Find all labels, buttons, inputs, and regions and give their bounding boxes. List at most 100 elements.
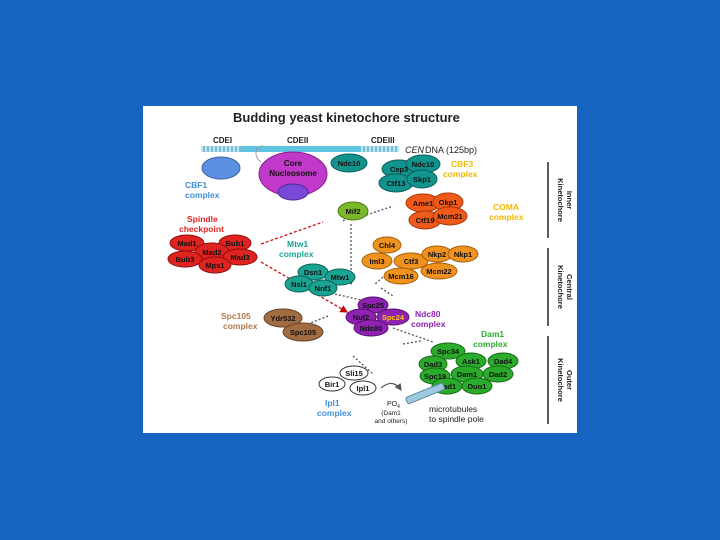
duo1-protein: Duo1 xyxy=(468,382,487,391)
core-nucleosome-label-2: Nucleosome xyxy=(269,169,317,178)
mps1-protein: Mps1 xyxy=(205,261,224,270)
mcm22-protein: Mcm22 xyxy=(426,267,451,276)
cbf3-complex-label-1: CBF3 xyxy=(451,159,473,169)
central-group: Chl4 Iml3 Ctf3 Nkp2 Nkp1 Mcm16 Mcm22 xyxy=(361,236,479,285)
mad3-protein: Mad3 xyxy=(230,253,249,262)
nkp1-protein: Nkp1 xyxy=(454,250,472,259)
cdeii-label: CDEII xyxy=(287,136,308,145)
mad1-protein: Mad1 xyxy=(177,239,196,248)
mtw1-protein: Mtw1 xyxy=(331,273,350,282)
cen-dna: CDEI CDEII CDEIII CEN DNA (125bp) xyxy=(201,136,477,155)
mad2-protein: Mad2 xyxy=(202,248,221,257)
ame1-protein: Ame1 xyxy=(413,199,433,208)
dna-wrap-line xyxy=(255,145,264,163)
mif2-group: Mif2 xyxy=(337,201,369,221)
sli15-protein: Sli15 xyxy=(345,369,363,378)
ctf19-protein: Ctf19 xyxy=(416,216,435,225)
phosphate-subscript: 4 xyxy=(397,404,400,410)
ndc80-protein: Ndc80 xyxy=(360,324,383,333)
ndc80-complex-label-2: complex xyxy=(411,319,446,329)
svg-text:PO4: PO4 xyxy=(387,401,400,410)
cdeiii-label: CDEIII xyxy=(371,136,395,145)
okp1-protein: Okp1 xyxy=(439,198,458,207)
phosphate-note-2: and others) xyxy=(375,418,408,425)
dam1-complex-label-2: complex xyxy=(473,339,508,349)
cdei-label: CDEI xyxy=(213,136,232,145)
nuf2-protein: Nuf2 xyxy=(353,313,370,322)
ask1-protein: Ask1 xyxy=(462,357,480,366)
checkpoint-connectors xyxy=(260,221,349,313)
kinetochore-figure: Budding yeast kinetochore structure CDEI… xyxy=(143,106,577,433)
cbf1-complex-label-2: complex xyxy=(185,190,220,200)
nkp2-protein: Nkp2 xyxy=(428,250,446,259)
mif2-protein: Mif2 xyxy=(346,207,361,216)
bir1-protein: Bir1 xyxy=(325,380,340,389)
ydr532-protein: Ydr532 xyxy=(270,314,295,323)
nnf1-protein: Nnf1 xyxy=(315,284,332,293)
outer-label-2: Kinetochore xyxy=(556,358,565,402)
outer-label-1: Outer xyxy=(565,370,574,390)
coma-complex-label-2: complex xyxy=(489,212,524,222)
mcm21-protein: Mcm21 xyxy=(437,212,462,221)
ctf13-protein: Ctf13 xyxy=(387,179,406,188)
spc105-complex-label-1: Spc105 xyxy=(221,311,251,321)
central-label-2: Kinetochore xyxy=(556,265,565,309)
inner-label-1: Inner xyxy=(565,191,574,209)
dad4-protein: Dad4 xyxy=(494,357,513,366)
mtw1-complex-label-1: Mtw1 xyxy=(287,239,309,249)
ipl1-protein: Ipl1 xyxy=(357,384,370,393)
svg-text:CentralKinetochore: CentralKinetochore xyxy=(556,265,574,309)
diagram-title: Budding yeast kinetochore structure xyxy=(233,110,460,125)
skp1-protein: Skp1 xyxy=(413,175,431,184)
bub1-protein: Bub1 xyxy=(226,239,245,248)
ipl1-complex-label-1: Ipl1 xyxy=(325,398,340,408)
dam1-complex-label-1: Dam1 xyxy=(481,329,504,339)
microtubules-label-1: microtubules xyxy=(429,404,477,414)
chl4-protein: Chl4 xyxy=(379,241,396,250)
core-nucleosome-label-1: Core xyxy=(284,159,303,168)
mcm16-protein: Mcm16 xyxy=(388,272,413,281)
bub3-protein: Bub3 xyxy=(176,255,195,264)
checkpoint-label-1: Spindle xyxy=(187,214,218,224)
spc19-protein: Spc19 xyxy=(424,372,446,381)
iml3-protein: Iml3 xyxy=(369,257,384,266)
central-label-1: Central xyxy=(565,274,574,300)
dad1-protein: Dad1 xyxy=(438,382,456,391)
spc105-protein: Spc105 xyxy=(290,328,316,337)
dam1-protein: Dam1 xyxy=(457,370,477,379)
region-labels: InnerKinetochore CentralKinetochore Oute… xyxy=(547,162,574,424)
inner-label-2: Kinetochore xyxy=(556,178,565,222)
microtubules-label-2: to spindle pole xyxy=(429,414,484,424)
coma-complex-label-1: COMA xyxy=(493,202,519,212)
dna-label-rest: DNA (125bp) xyxy=(425,145,477,155)
svg-text:InnerKinetochore: InnerKinetochore xyxy=(556,178,574,222)
dad3-protein: Dad3 xyxy=(424,360,442,369)
dad2-protein: Dad2 xyxy=(489,370,507,379)
cep3-protein: Cep3 xyxy=(390,165,408,174)
phosphate-note-1: (Dam1 xyxy=(381,410,401,417)
cbf1-complex-label-1: CBF1 xyxy=(185,180,207,190)
spc105-complex-label-2: complex xyxy=(223,321,258,331)
ndc80-complex-label-1: Ndc80 xyxy=(415,309,441,319)
cbf3-complex-label-2: complex xyxy=(443,169,478,179)
